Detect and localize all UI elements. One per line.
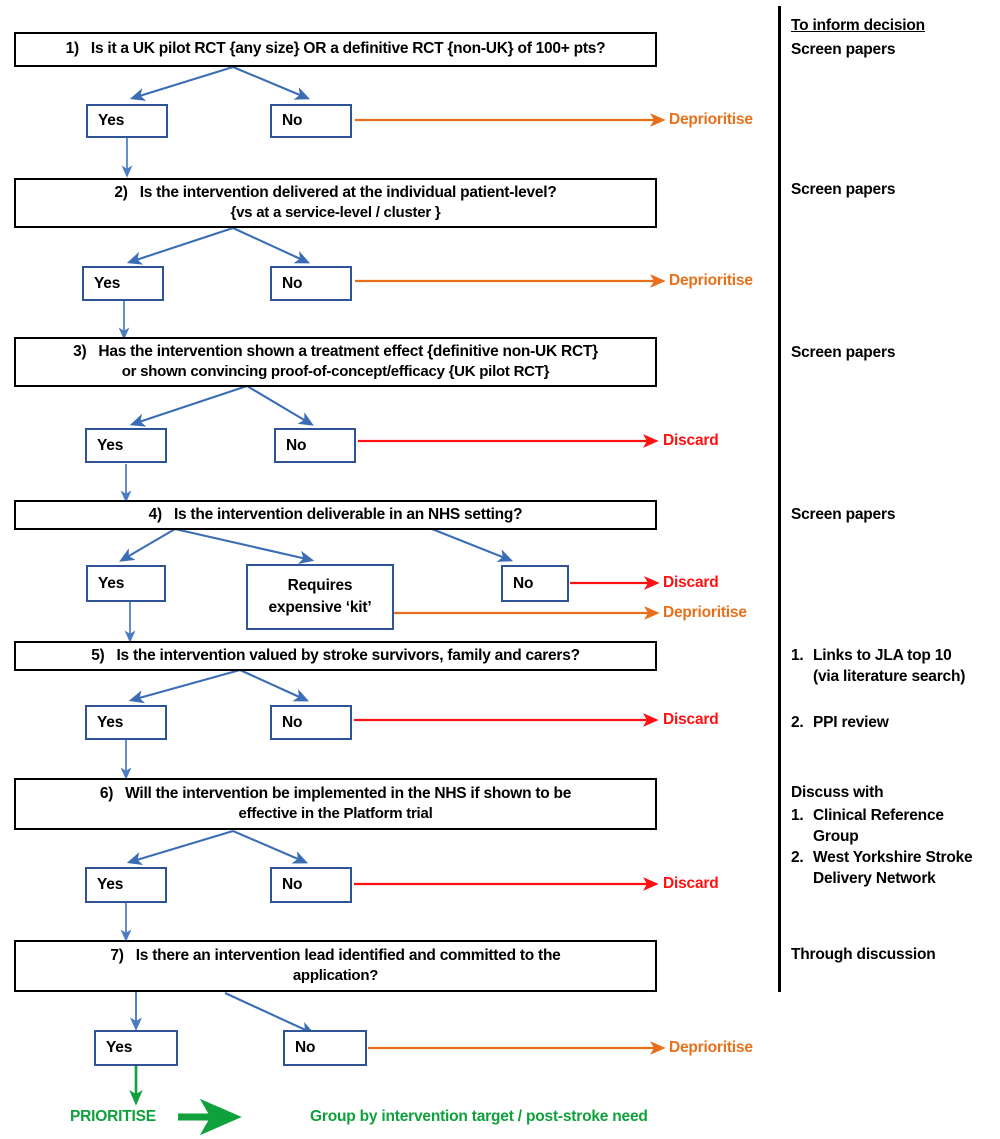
question-5-line1: 5)Is the intervention valued by stroke s…: [91, 646, 580, 666]
jla-item-2-text: PPI review: [813, 714, 889, 731]
right-note-screen-papers-3: Screen papers: [791, 344, 896, 361]
jla-item-1: 1. Links to JLA top 10: [791, 646, 965, 667]
question-2-line1: 2)Is the intervention delivered at the i…: [114, 183, 556, 203]
outcome-group-by: Group by intervention target / post-stro…: [310, 1108, 648, 1125]
discuss-item-2-cont: Delivery Network: [813, 869, 936, 887]
outcome-discard-q5: Discard: [663, 711, 719, 728]
edge-q2-to-no: [232, 227, 311, 264]
option-box-q6-no[interactable]: No: [270, 867, 352, 903]
option-box-q5-no[interactable]: No: [270, 705, 352, 740]
question-6-number: 6): [99, 784, 114, 802]
edge-q7-to-no: [224, 992, 316, 1035]
outcome-deprioritise-q7: Deprioritise: [669, 1039, 753, 1056]
question-2-line2: {vs at a service-level / cluster }: [230, 204, 441, 222]
edge-q5-to-no: [239, 669, 310, 702]
outcome-deprioritise-q4-kit: Deprioritise: [663, 604, 747, 621]
kit-line-2: expensive ‘kit’: [268, 599, 372, 616]
option-box-q1-yes[interactable]: Yes: [86, 104, 168, 138]
right-note-screen-papers-2: Screen papers: [791, 181, 896, 198]
option-box-q4-yes[interactable]: Yes: [86, 565, 166, 602]
edge-q1-to-no: [232, 66, 311, 100]
question-6-line1: 6)Will the intervention be implemented i…: [100, 784, 571, 804]
question-box-2[interactable]: 2)Is the intervention delivered at the i…: [14, 178, 657, 228]
edge-q3-to-no: [246, 385, 314, 426]
question-box-7[interactable]: 7)Is there an intervention lead identifi…: [14, 940, 657, 992]
discuss-item-1-cont: Group: [813, 827, 859, 845]
question-6-line2: effective in the Platform trial: [238, 805, 433, 823]
right-column-heading: To inform decision: [791, 17, 925, 34]
right-note-screen-papers-1: Screen papers: [791, 41, 896, 58]
question-1-number: 1): [65, 40, 80, 58]
option-box-q2-yes[interactable]: Yes: [82, 266, 164, 301]
discuss-item-1-marker: 1.: [791, 807, 804, 824]
right-note-discuss-list: 1. Clinical Reference Group 2. West York…: [791, 806, 973, 890]
option-box-q5-yes[interactable]: Yes: [85, 705, 167, 740]
question-box-5[interactable]: 5)Is the intervention valued by stroke s…: [14, 641, 657, 671]
question-4-line1: 4)Is the intervention deliverable in an …: [149, 505, 523, 525]
outcome-discard-q3: Discard: [663, 432, 719, 449]
question-3-number: 3): [73, 342, 87, 360]
question-3-line1: 3)Has the intervention shown a treatment…: [73, 342, 598, 362]
edge-q2-to-yes: [126, 227, 234, 265]
question-box-3[interactable]: 3)Has the intervention shown a treatment…: [14, 337, 657, 387]
right-note-through-discussion: Through discussion: [791, 946, 936, 963]
option-box-q6-yes[interactable]: Yes: [85, 867, 167, 903]
edge-q1-to-yes: [129, 65, 234, 101]
discuss-item-2: 2. West Yorkshire Stroke: [791, 848, 973, 869]
right-column-divider: [778, 6, 781, 992]
discuss-item-1-text: Clinical Reference: [813, 807, 944, 824]
option-box-q3-no[interactable]: No: [274, 428, 356, 463]
question-box-6[interactable]: 6)Will the intervention be implemented i…: [14, 778, 657, 830]
question-7-number: 7): [110, 946, 124, 964]
question-2-number: 2): [114, 183, 128, 201]
edge-q4-to-no: [431, 528, 514, 562]
jla-item-1-text: Links to JLA top 10: [813, 647, 952, 664]
edge-q5-to-yes: [128, 668, 241, 704]
right-note-screen-papers-4: Screen papers: [791, 506, 896, 523]
question-box-1[interactable]: 1)Is it a UK pilot RCT {any size} OR a d…: [14, 32, 657, 67]
right-note-ppi-list: 2. PPI review: [791, 713, 889, 734]
option-box-q4-requires-kit[interactable]: Requires expensive ‘kit’: [246, 564, 394, 630]
outcome-discard-q4: Discard: [663, 574, 719, 591]
jla-item-2-marker: 2.: [791, 714, 804, 731]
question-7-line1: 7)Is there an intervention lead identifi…: [110, 946, 560, 966]
kit-line-1: Requires: [287, 576, 353, 594]
option-box-q4-no[interactable]: No: [501, 565, 569, 602]
option-box-q7-yes[interactable]: Yes: [94, 1030, 178, 1066]
right-note-discuss-heading: Discuss with: [791, 784, 884, 801]
question-box-4[interactable]: 4)Is the intervention deliverable in an …: [14, 500, 657, 530]
jla-item-1-sub: (via literature search): [813, 667, 966, 685]
outcome-deprioritise-q1: Deprioritise: [669, 111, 753, 128]
edge-q4-to-yes: [119, 528, 176, 562]
option-box-q1-no[interactable]: No: [270, 104, 352, 138]
discuss-item-2-marker: 2.: [791, 848, 804, 866]
edge-q3-to-yes: [129, 385, 248, 427]
jla-item-1-marker: 1.: [791, 647, 804, 664]
discuss-item-1: 1. Clinical Reference: [791, 806, 972, 827]
option-box-q3-yes[interactable]: Yes: [85, 428, 167, 463]
question-4-number: 4): [148, 505, 163, 523]
right-note-jla-list: 1. Links to JLA top 10 (via literature s…: [791, 646, 965, 688]
edge-q4-to-kit: [174, 527, 315, 564]
outcome-deprioritise-q2: Deprioritise: [669, 272, 753, 289]
option-box-q2-no[interactable]: No: [270, 266, 352, 301]
jla-item-2: 2. PPI review: [791, 713, 889, 734]
question-7-line2: application?: [292, 967, 379, 985]
option-box-q7-no[interactable]: No: [283, 1030, 367, 1066]
question-1-line1: 1)Is it a UK pilot RCT {any size} OR a d…: [66, 39, 606, 59]
edge-q6-to-yes: [126, 829, 234, 866]
edge-q6-to-no: [232, 830, 309, 864]
question-5-number: 5): [91, 646, 105, 664]
discuss-item-2-text: West Yorkshire Stroke: [813, 848, 973, 866]
question-3-line2: or shown convincing proof-of-concept/eff…: [121, 363, 550, 381]
outcome-prioritise: PRIORITISE: [70, 1108, 156, 1125]
outcome-discard-q6: Discard: [663, 875, 719, 892]
